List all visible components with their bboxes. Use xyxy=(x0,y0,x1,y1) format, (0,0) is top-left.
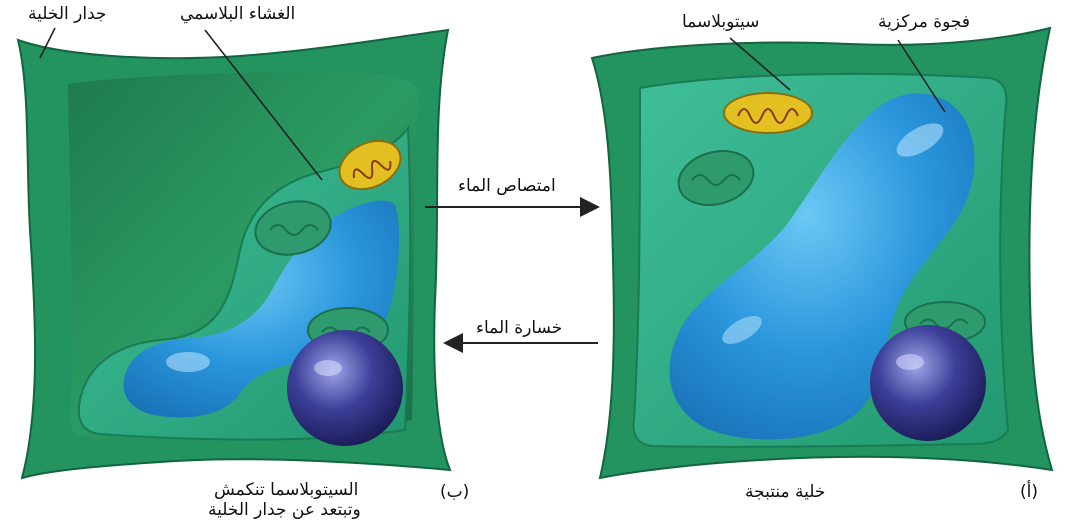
left-caption-line-2: وتبتعد عن جدار الخلية xyxy=(208,500,361,520)
turgid-cell xyxy=(592,28,1052,478)
cell-wall-label: جدار الخلية xyxy=(28,4,107,24)
left-caption-letter: (ب) xyxy=(440,482,469,502)
left-nucleus xyxy=(287,330,403,446)
right-nucleus-highlight xyxy=(896,354,924,370)
left-nucleus-highlight xyxy=(314,360,342,376)
cytoplasm-label: سيتوبلاسما xyxy=(682,12,759,32)
water-loss-label: خسارة الماء xyxy=(476,318,562,338)
water-absorption-label: امتصاص الماء xyxy=(458,176,556,196)
right-nucleus xyxy=(870,325,986,441)
right-caption-text: خلية منتبجة xyxy=(745,482,825,502)
left-vacuole-highlight xyxy=(166,352,210,372)
left-caption-line-1: السيتوبلاسما تنكمش xyxy=(214,480,358,500)
plasma-membrane-label: الغشاء البلاسمي xyxy=(180,4,295,24)
plasmolysed-cell xyxy=(18,30,450,478)
right-mitochondrion xyxy=(724,93,812,133)
central-vacuole-label: فجوة مركزية xyxy=(878,12,970,32)
right-caption-letter: (أ) xyxy=(1020,482,1038,502)
